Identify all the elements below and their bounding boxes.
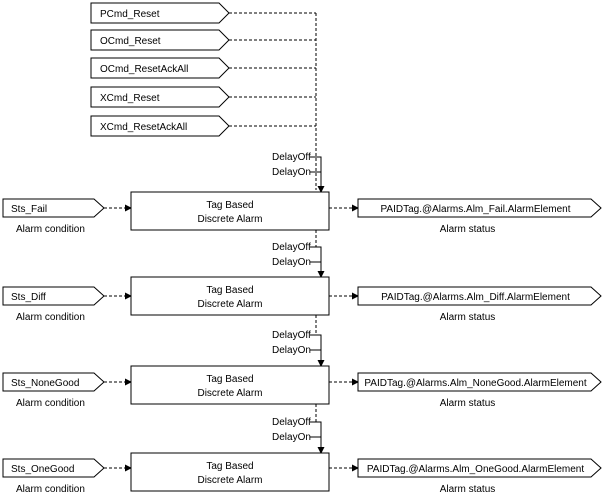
delay-off-label: DelayOff [272,417,311,428]
alarm-block-title: Tag Based [206,200,253,211]
delay-on-label: DelayOn [272,432,311,443]
delay-off-label: DelayOff [272,152,311,163]
reset-input-tag [90,57,230,79]
delay-off-label: DelayOff [272,242,311,253]
delay-off-label: DelayOff [272,330,311,341]
delay-off-connector [310,334,322,366]
reset-input-label: PCmd_Reset [100,9,160,20]
delay-on-label: DelayOn [272,257,311,268]
discrete-alarm-block [130,191,330,231]
alarm-input-tag [2,286,105,306]
alarm-input-label: Sts_Fail [11,204,47,215]
alarm-block-subtitle: Discrete Alarm [197,475,262,486]
delay-off-connector [310,421,322,453]
alarm-block-subtitle: Discrete Alarm [197,214,262,225]
alarm-block-title: Tag Based [206,374,253,385]
reset-input-label: OCmd_Reset [100,36,161,47]
delay-off-connector [310,156,322,192]
alarm-input-label: Sts_OneGood [11,464,74,475]
delay-off-connector [310,246,322,277]
alarm-block-subtitle: Discrete Alarm [197,299,262,310]
alarm-output-tag [357,372,602,392]
alarm-condition-caption: Alarm condition [16,224,85,235]
alarm-block-subtitle: Discrete Alarm [197,388,262,399]
alarm-output-label: PAIDTag.@Alarms.Alm_OneGood.AlarmElement [367,464,584,475]
reset-input-label: XCmd_ResetAckAll [100,122,187,133]
reset-inputs: PCmd_ResetOCmd_ResetOCmd_ResetAckAllXCmd… [90,2,317,190]
reset-input-tag [90,115,230,137]
alarm-output-label: PAIDTag.@Alarms.Alm_Fail.AlarmElement [380,204,570,215]
alarm-input-tag [2,198,105,218]
reset-input-tag [90,29,230,51]
alarm-input-tag [2,458,105,478]
delay-on-label: DelayOn [272,167,311,178]
alarm-condition-caption: Alarm condition [16,484,85,495]
alarm-input-tag [2,372,105,392]
alarm-input-label: Sts_Diff [11,292,46,303]
alarm-output-tag [357,286,602,306]
alarm-input-label: Sts_NoneGood [11,378,79,389]
reset-input-label: XCmd_Reset [100,93,160,104]
alarm-output-tag [357,458,602,478]
alarm-status-caption: Alarm status [440,312,496,323]
alarm-block-title: Tag Based [206,285,253,296]
alarm-output-label: PAIDTag.@Alarms.Alm_Diff.AlarmElement [381,292,570,303]
alarm-condition-caption: Alarm condition [16,312,85,323]
alarm-status-caption: Alarm status [440,224,496,235]
discrete-alarm-block [130,276,330,316]
alarm-output-tag [357,198,602,218]
alarm-output-label: PAIDTag.@Alarms.Alm_NoneGood.AlarmElemen… [364,378,586,389]
reset-input-tag [90,86,230,108]
alarm-condition-caption: Alarm condition [16,398,85,409]
reset-input-label: OCmd_ResetAckAll [100,64,188,75]
alarm-status-caption: Alarm status [440,398,496,409]
discrete-alarm-block [130,365,330,405]
delay-on-label: DelayOn [272,345,311,356]
alarm-block-title: Tag Based [206,461,253,472]
discrete-alarm-block [130,452,330,492]
reset-input-tag [90,2,230,24]
alarm-status-caption: Alarm status [440,484,496,495]
